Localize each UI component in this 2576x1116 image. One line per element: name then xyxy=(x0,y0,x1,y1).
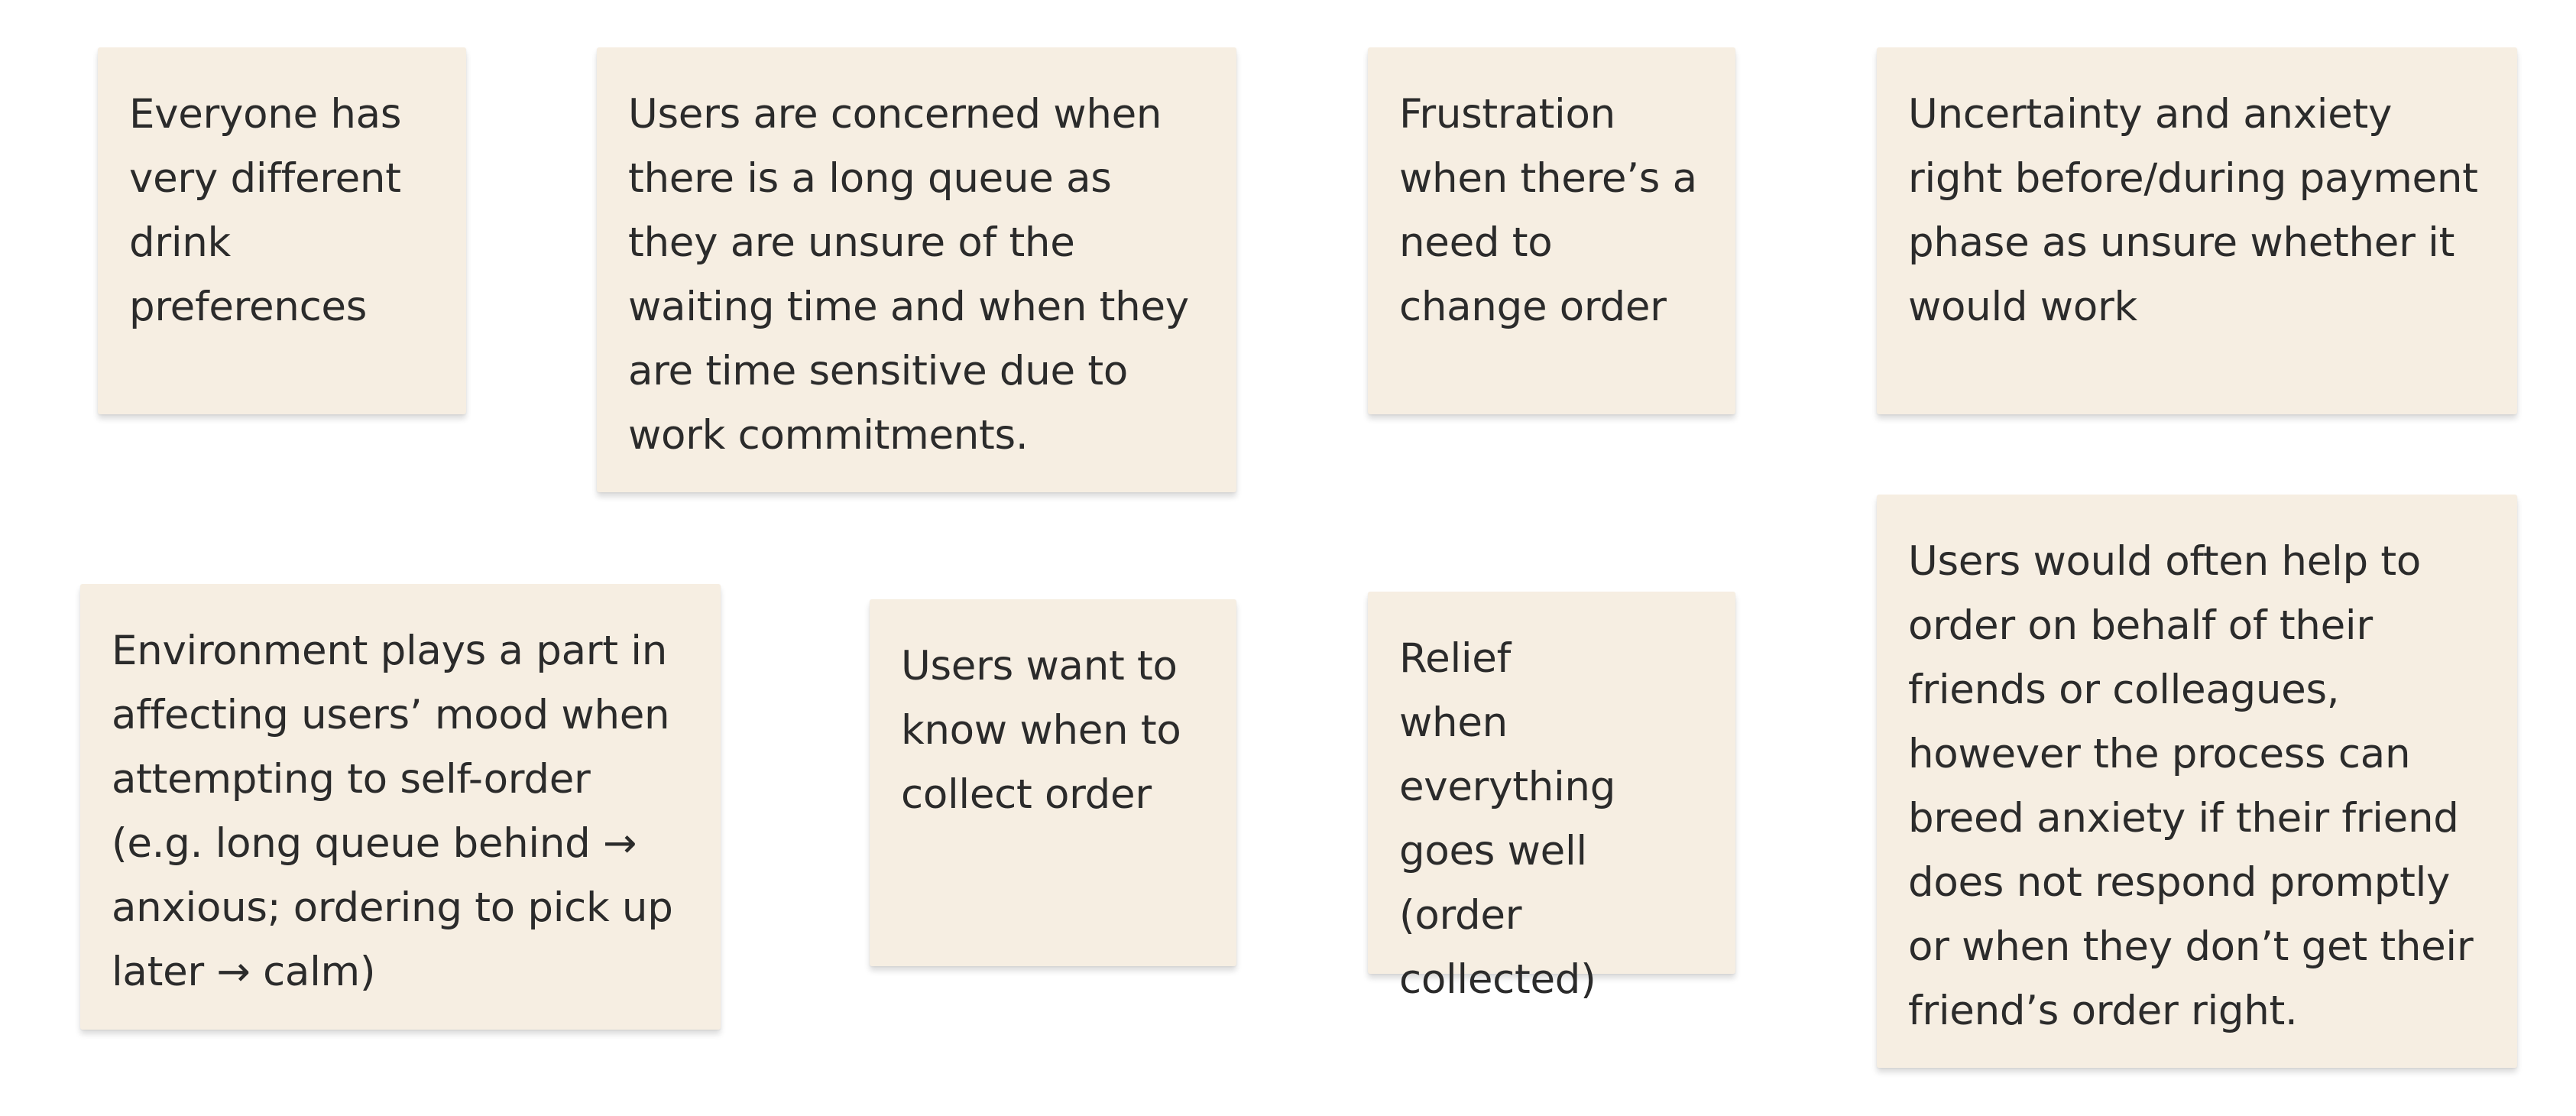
sticky-note-environment-mood[interactable]: Environment plays a part in affecting us… xyxy=(80,584,721,1030)
sticky-note-text: Relief when everything goes well (order … xyxy=(1399,635,1616,1003)
sticky-note-text: Users want to know when to collect order xyxy=(901,643,1181,818)
sticky-note-text: Everyone has very different drink prefer… xyxy=(129,91,402,330)
sticky-note-text: Uncertainty and anxiety right before/dur… xyxy=(1908,91,2478,330)
sticky-note-ordering-for-friends[interactable]: Users would often help to order on behal… xyxy=(1877,495,2517,1068)
sticky-note-collect-order-timing[interactable]: Users want to know when to collect order xyxy=(870,599,1236,966)
sticky-note-long-queue-concern[interactable]: Users are concerned when there is a long… xyxy=(597,47,1236,492)
sticky-note-relief-order-collected[interactable]: Relief when everything goes well (order … xyxy=(1368,592,1735,1003)
sticky-note-text: Users are concerned when there is a long… xyxy=(628,91,1189,459)
sticky-note-payment-uncertainty[interactable]: Uncertainty and anxiety right before/dur… xyxy=(1877,47,2517,414)
sticky-note-text: Users would often help to order on behal… xyxy=(1908,538,2474,1034)
sticky-note-text: Environment plays a part in affecting us… xyxy=(112,628,673,995)
sticky-note-change-order-frustration[interactable]: Frustration when there’s a need to chang… xyxy=(1368,47,1735,414)
sticky-note-drink-preferences[interactable]: Everyone has very different drink prefer… xyxy=(98,47,466,414)
sticky-note-text: Frustration when there’s a need to chang… xyxy=(1399,91,1697,330)
